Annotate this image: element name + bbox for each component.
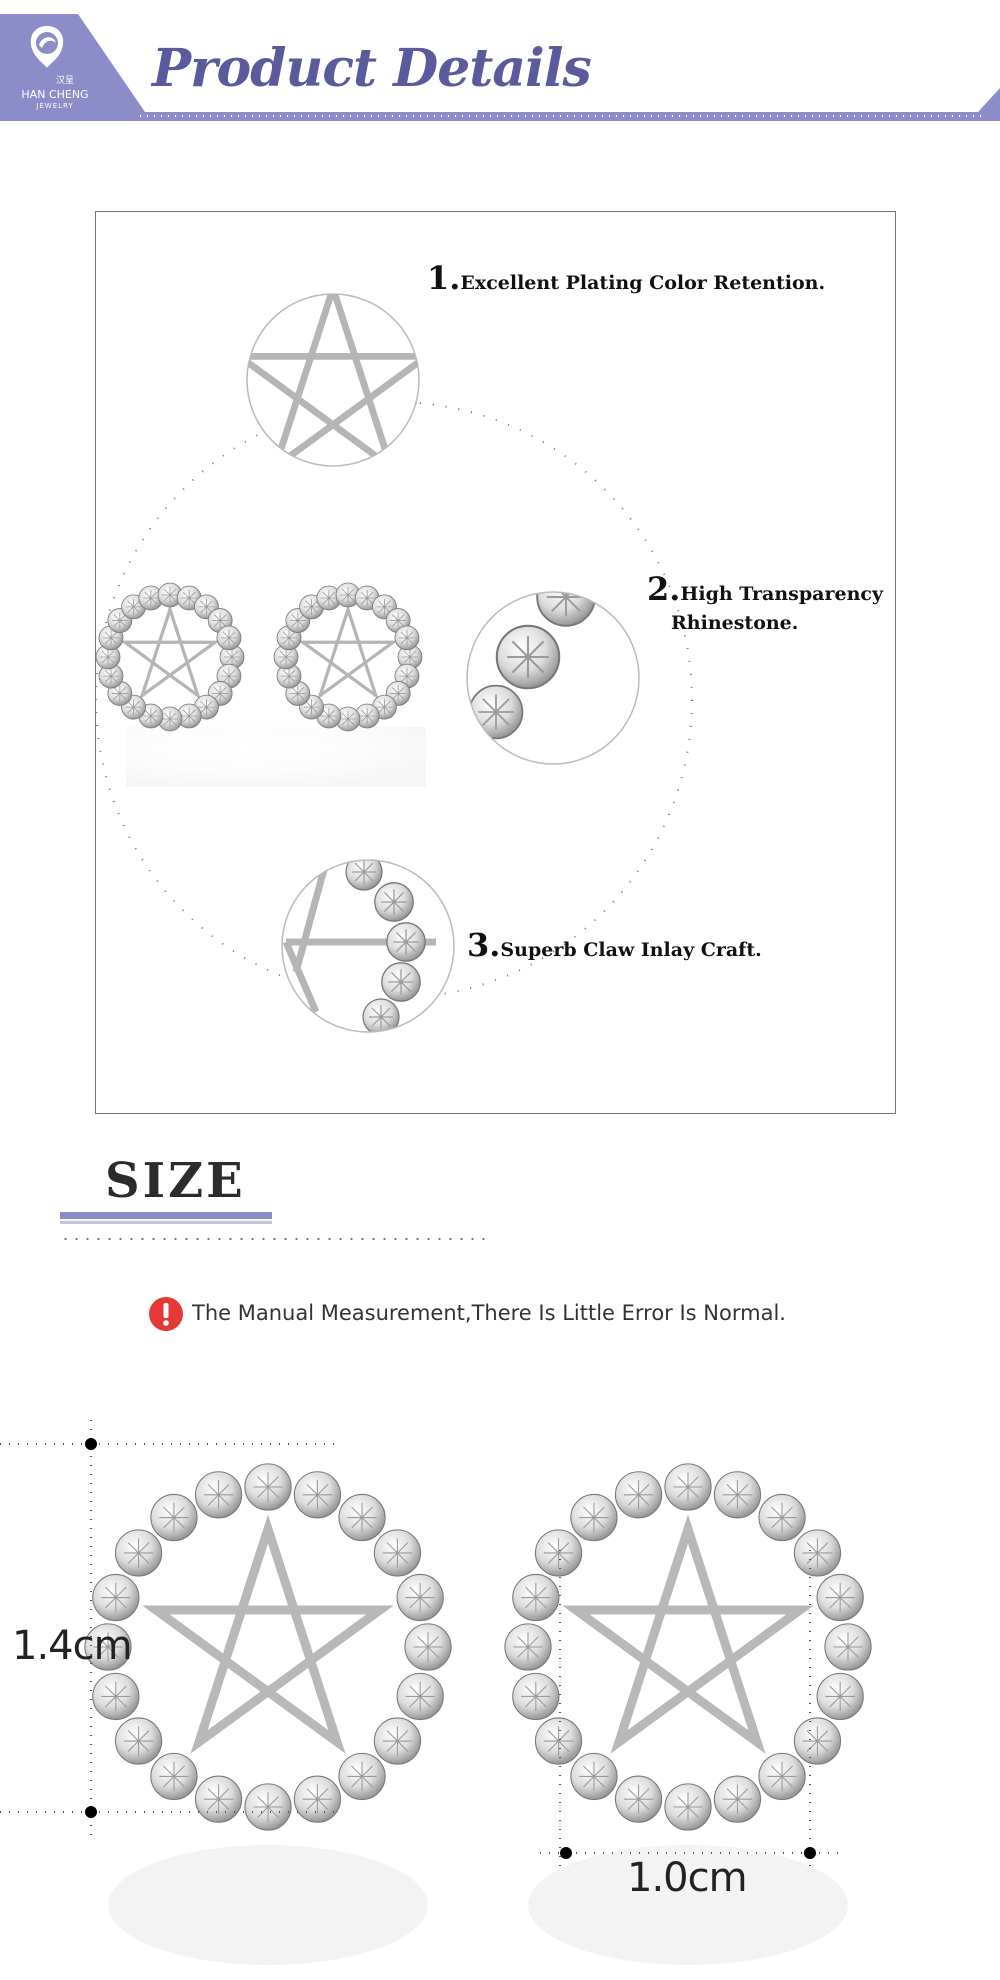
feature-2-line2: Rhinestone. (671, 612, 798, 634)
rhinestone (114, 1529, 163, 1577)
rhinestone (614, 1471, 663, 1519)
rhinestone (293, 1471, 342, 1519)
rhinestone (373, 1717, 422, 1765)
rhinestone (816, 1573, 864, 1622)
size-underline (60, 1212, 272, 1219)
logo-icon (30, 26, 64, 68)
feature-1: 1.Excellent Plating Color Retention. (427, 259, 825, 297)
size-dotted-divider (60, 1238, 490, 1240)
rhinestone (150, 1493, 198, 1542)
zoom-circle-plating (246, 293, 420, 467)
rhinestone (404, 1623, 452, 1671)
rhinestone (504, 1623, 552, 1671)
rhinestone (793, 1717, 842, 1765)
rhinestone (396, 1573, 444, 1622)
product-details-panel: 1.Excellent Plating Color Retention. 2.H… (95, 211, 896, 1114)
rhinestone (713, 1471, 762, 1519)
feature-3-number: 3. (467, 926, 501, 964)
zoom-circle-rhinestone (466, 591, 640, 765)
rhinestone (150, 1752, 198, 1801)
feature-2: 2.High Transparency (647, 570, 883, 608)
feature-3-text: Superb Claw Inlay Craft. (500, 939, 762, 961)
rhinestone (216, 625, 242, 651)
feature-1-text: Excellent Plating Color Retention. (460, 272, 826, 294)
logo-tagline: JEWELRY (36, 102, 74, 110)
rhinestone (92, 1573, 140, 1622)
rhinestone (512, 1672, 560, 1721)
rhinestone (570, 1493, 618, 1542)
header-banner (0, 14, 1000, 121)
rhinestone (194, 1471, 243, 1519)
rhinestone (758, 1752, 806, 1801)
rhinestone (244, 1463, 292, 1511)
earring-right (273, 582, 423, 732)
size-illustration (0, 1420, 872, 1965)
rhinestone (293, 1775, 342, 1823)
rhinestone (394, 625, 420, 651)
width-label: 1.0cm (627, 1855, 748, 1901)
feature-2-number: 2. (647, 570, 681, 608)
height-dimension (0, 1420, 340, 1840)
rhinestone (396, 1672, 444, 1721)
rhinestone (194, 1775, 243, 1823)
logo-chinese-text: 汉呈 (55, 76, 74, 86)
size-heading: SIZE (105, 1153, 246, 1209)
rhinestone (816, 1672, 864, 1721)
rhinestone (570, 1752, 618, 1801)
feature-3: 3.Superb Claw Inlay Craft. (467, 926, 762, 964)
page-title: Product Details (152, 38, 592, 99)
rhinestone (534, 1529, 583, 1577)
earring-large-left (84, 1463, 452, 1831)
rhinestone (114, 1717, 163, 1765)
exclamation-icon (149, 1297, 183, 1331)
rhinestone (793, 1529, 842, 1577)
rhinestone (758, 1493, 806, 1542)
page-header: 汉呈 HAN CHENG JEWELRY Product Details (0, 0, 1000, 125)
rhinestone (664, 1463, 712, 1511)
rhinestone (373, 1529, 422, 1577)
height-label: 1.4cm (12, 1623, 133, 1669)
rhinestone (92, 1672, 140, 1721)
rhinestone (614, 1775, 663, 1823)
rhinestone (338, 1752, 386, 1801)
rhinestone (664, 1783, 712, 1831)
feature-2-text-line2: Rhinestone. (671, 612, 799, 634)
rhinestone (713, 1775, 762, 1823)
rhinestone (244, 1783, 292, 1831)
feature-2-text: High Transparency (680, 583, 883, 605)
feature-1-number: 1. (427, 259, 461, 297)
rhinestone (338, 1493, 386, 1542)
earring-left (96, 582, 245, 732)
rhinestone (512, 1573, 560, 1622)
width-dimension (540, 1550, 840, 1870)
measurement-notice: The Manual Measurement,There Is Little E… (192, 1301, 786, 1325)
size-underline-light (60, 1221, 272, 1224)
rhinestone (534, 1717, 583, 1765)
zoom-circle-claw (281, 859, 455, 1033)
rhinestone (824, 1623, 872, 1671)
logo-brand-name: HAN CHENG (21, 88, 89, 101)
details-illustration (96, 293, 693, 1033)
